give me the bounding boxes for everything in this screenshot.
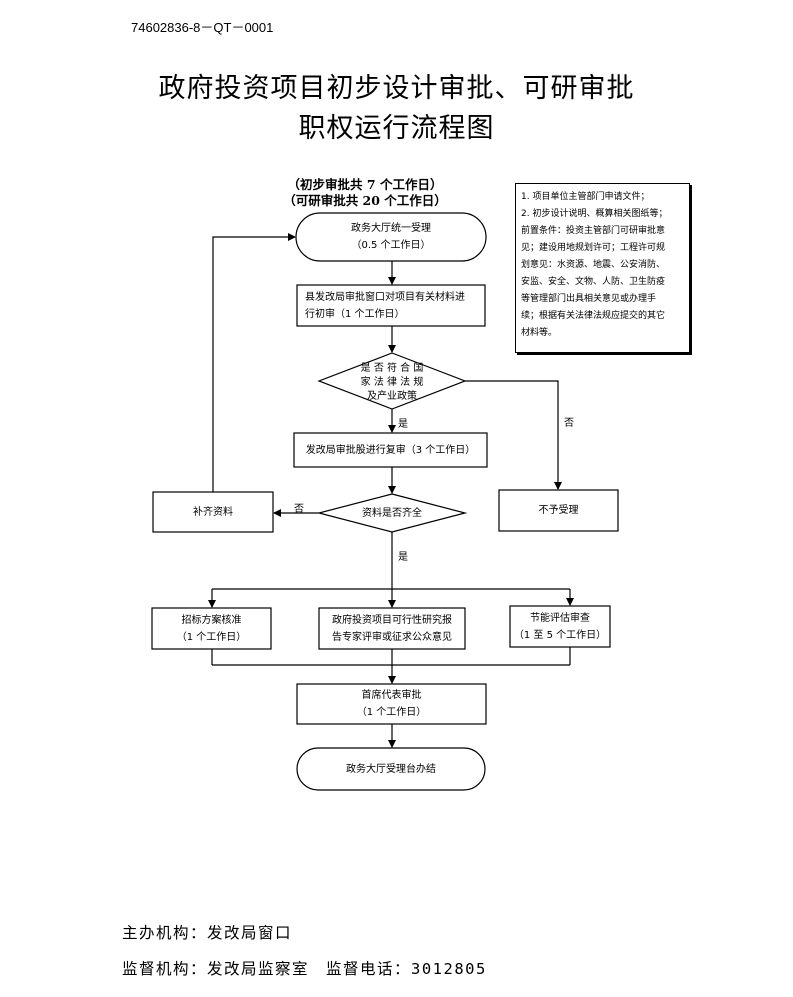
feasibility-box: 政府投资项目可行性研究报 告专家评审或征求公众意见	[319, 608, 465, 649]
energy-box-shape	[509, 605, 611, 648]
feasibility-label-2: 告专家评审或征求公众意见	[332, 631, 452, 643]
subtitle-feasibility-approval: （可研审批共 20 个工作日）	[283, 193, 447, 208]
policy-no-label: 否	[564, 418, 574, 429]
end-terminal-label: 政务大厅受理台办结	[346, 763, 436, 775]
subtitle-initial-approval: （初步审批共 7 个工作日）	[287, 177, 443, 192]
note-line: 划意见：水资源、地震、公安消防、	[521, 260, 666, 270]
bidding-duration: （1 个工作日）	[176, 631, 247, 643]
re-review-box-shape	[293, 432, 488, 468]
page-title-line1: 政府投资项目初步设计审批、可研审批	[158, 73, 635, 104]
required-materials-note: 1. 项目单位主管部门申请文件； 2. 初步设计说明、概算相关图纸等； 前置条件…	[515, 183, 690, 353]
page-title-line2: 职权运行流程图	[298, 113, 495, 144]
chief-approval-label: 首席代表审批	[361, 690, 422, 701]
start-terminal-duration: （0.5 个工作日）	[351, 240, 431, 251]
note-line: 续；根据有关法律法规应提交的其它	[521, 311, 666, 321]
end-terminal: 政务大厅受理台办结	[297, 748, 485, 790]
note-line: 2. 初步设计说明、概算相关图纸等；	[521, 209, 668, 219]
supplement-box: 补齐资料	[153, 492, 273, 532]
arrow-policy-no	[465, 380, 562, 490]
start-terminal: 政务大厅统一受理 （0.5 个工作日）	[296, 213, 486, 261]
initial-review-box-shape	[296, 284, 486, 327]
initial-review-label-2: 行初审（1 个工作日）	[305, 308, 405, 320]
footer-supervisor: 监督机构：发改局监察室 监督电话：3012805	[122, 960, 487, 978]
feasibility-label-1: 政府投资项目可行性研究报	[332, 614, 452, 626]
initial-review-box: 县发改局审批窗口对项目有关材料进 行初审（1 个工作日）	[297, 285, 485, 326]
note-line: 等管理部门出具相关意见或办理手	[521, 294, 657, 304]
complete-yes-label: 是	[398, 552, 408, 563]
note-line: 前置条件：投资主管部门可研审批意	[521, 226, 666, 236]
supplement-label: 补齐资料	[193, 506, 233, 518]
bidding-label: 招标方案核准	[181, 614, 242, 626]
note-line: 安监、安全、文物、人防、卫生防疫	[521, 277, 666, 287]
document-id: 74602836-8－QT－0001	[131, 20, 274, 35]
chief-approval-duration: （1 个工作日）	[356, 707, 427, 718]
energy-box: 节能评估审查 （1 至 5 个工作日）	[510, 606, 610, 647]
note-line: 1. 项目单位主管部门申请文件；	[521, 192, 650, 202]
policy-yes-label: 是	[398, 419, 408, 430]
start-terminal-shape	[295, 212, 487, 262]
complete-decision: 资料是否齐全	[340, 504, 444, 522]
policy-decision-label-2: 家 法 律 法 规	[360, 377, 424, 388]
note-line: 见；建设用地规划许可；工程许可规	[521, 243, 666, 253]
policy-decision-label-3: 及产业政策	[367, 391, 417, 402]
reject-box: 不予受理	[499, 490, 618, 531]
initial-review-label-1: 县发改局审批窗口对项目有关材料进	[305, 291, 465, 303]
energy-label: 节能评估审查	[530, 612, 590, 624]
reject-label: 不予受理	[538, 505, 579, 516]
re-review-box: 发改局审批股进行复审（3 个工作日）	[294, 433, 487, 467]
chief-approval-box: 首席代表审批 （1 个工作日）	[297, 684, 486, 724]
start-terminal-label: 政务大厅统一受理	[351, 223, 431, 234]
policy-decision-label-1: 是 否 符 合 国	[360, 363, 424, 374]
policy-decision: 是 否 符 合 国 家 法 律 法 规 及产业政策	[352, 362, 432, 404]
end-terminal-shape	[296, 747, 486, 791]
energy-duration: （1 至 5 个工作日）	[513, 629, 607, 641]
note-line: 材料等。	[521, 328, 558, 338]
re-review-label: 发改局审批股进行复审（3 个工作日）	[305, 444, 476, 456]
reject-box-shape	[498, 489, 619, 532]
arrow-supplement-back-to-start	[212, 233, 296, 492]
bidding-box: 招标方案核准 （1 个工作日）	[152, 608, 271, 649]
footer-organizer: 主办机构：发改局窗口	[122, 924, 293, 942]
complete-decision-label: 资料是否齐全	[362, 507, 422, 519]
complete-no-label: 否	[294, 504, 304, 515]
